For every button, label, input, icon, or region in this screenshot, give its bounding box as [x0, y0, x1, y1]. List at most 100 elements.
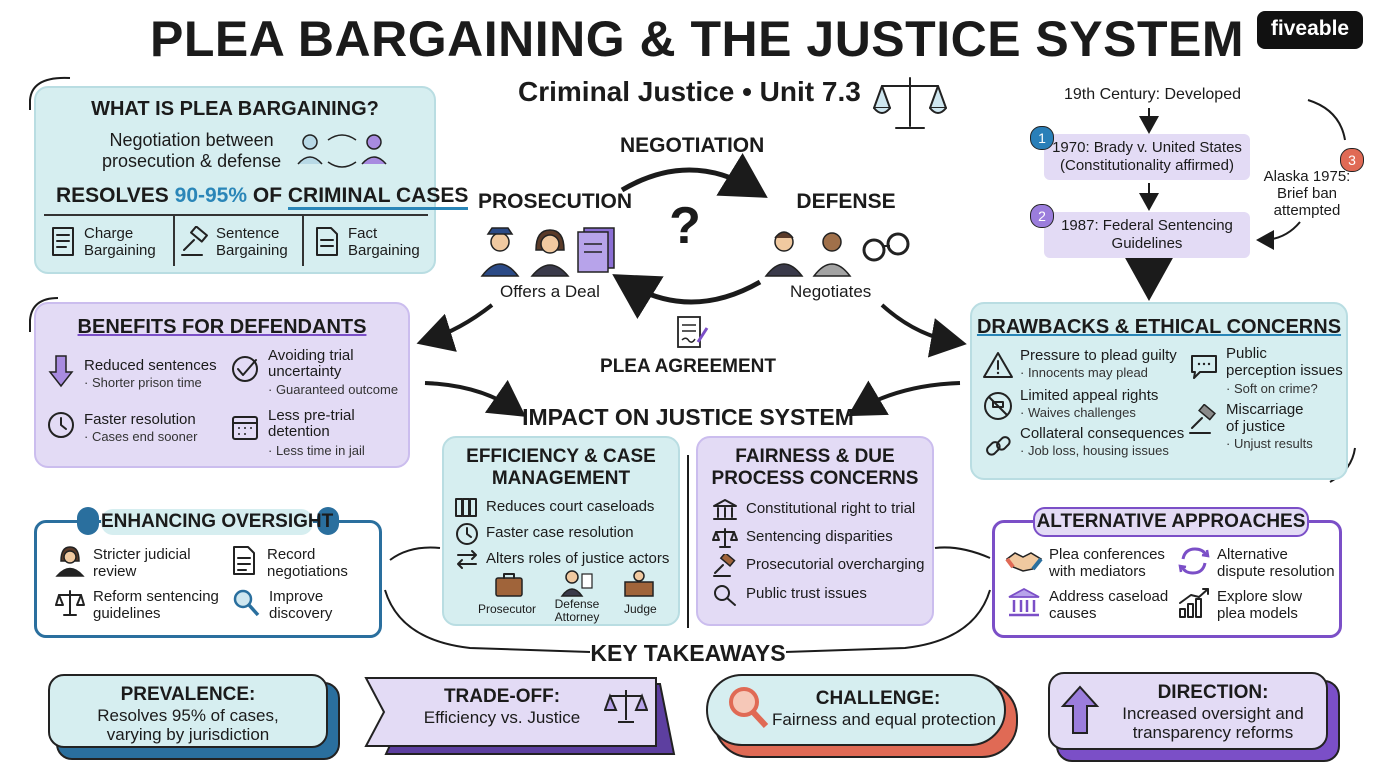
- chain-link-icon: [986, 436, 1011, 456]
- desc-line: prosecution & defense: [102, 151, 282, 171]
- courthouse-icon: [1008, 587, 1040, 617]
- timeline-number-2: 2: [1030, 204, 1054, 228]
- gavel-icon: [1189, 404, 1216, 434]
- page-subtitle: Criminal Justice • Unit 7.3: [518, 76, 861, 107]
- alternative-label: Plea conferences: [1049, 546, 1165, 563]
- plea-agreement-label: PLEA AGREEMENT: [600, 356, 776, 377]
- actor-defense-attorney: Defense Attorney: [554, 598, 600, 624]
- scales-icon: [604, 690, 648, 723]
- what-is-panel: WHAT IS PLEA BARGAINING? Negotiation bet…: [34, 86, 469, 274]
- drawback-sub: · Job loss, housing issues: [1020, 443, 1169, 458]
- oversight-label: negotiations: [267, 563, 348, 580]
- document-icon: [233, 546, 255, 575]
- drawback-label: Collateral consequences: [1020, 425, 1185, 442]
- document-icon: [316, 227, 338, 256]
- benefit-sub: · Less time in jail: [268, 443, 365, 458]
- warning-icon: [983, 352, 1013, 378]
- key-takeaways-title: KEY TAKEAWAYS: [590, 640, 786, 667]
- judge-bench-icon: [624, 570, 654, 597]
- oversight-title: ENHANCING OVERSIGHT: [101, 509, 333, 535]
- benefit-label: uncertainty: [268, 363, 342, 380]
- scales-icon: [873, 77, 947, 129]
- timeline-event-alaska: Alaska 1975: Brief ban attempted: [1252, 168, 1362, 219]
- alternatives-panel: ALTERNATIVE APPROACHES Plea conferences …: [992, 507, 1342, 638]
- actor-prosecutor: Prosecutor: [478, 602, 537, 616]
- magnifier-icon: [714, 585, 736, 606]
- resolves-text: CRIMINAL CASES: [287, 184, 469, 210]
- cycle-icon: [1178, 547, 1210, 575]
- oversight-panel: ENHANCING OVERSIGHT Stricter judicial re…: [34, 507, 382, 638]
- magnifier-icon: [729, 687, 769, 729]
- actor-judge: Judge: [624, 602, 657, 616]
- up-arrow-icon: [1060, 685, 1100, 734]
- takeaway-head: DIRECTION:: [1157, 682, 1269, 703]
- oversight-label: Improve: [269, 588, 324, 605]
- resolves-text: RESOLVES: [56, 184, 175, 207]
- drawback-label: Pressure to plead guilty: [1020, 347, 1177, 364]
- alternative-label: dispute resolution: [1217, 563, 1335, 580]
- oversight-label: Stricter judicial: [93, 546, 191, 563]
- efficiency-title-line: MANAGEMENT: [491, 468, 631, 489]
- efficiency-label: Faster case resolution: [486, 524, 634, 541]
- benefit-label: Avoiding trial: [268, 347, 354, 364]
- type-label: Bargaining: [84, 242, 156, 259]
- oversight-label: Record: [267, 546, 316, 563]
- alternatives-title: ALTERNATIVE APPROACHES: [1033, 507, 1309, 537]
- fairness-title-line: FAIRNESS & DUE: [735, 446, 895, 467]
- event-text: Brief ban: [1276, 185, 1338, 202]
- drawback-sub: · Soft on crime?: [1226, 381, 1318, 396]
- offers-a-deal-label: Offers a Deal: [500, 282, 600, 301]
- timeline-event-1970: 1970: Brady v. United States (Constituti…: [1044, 134, 1250, 180]
- books-icon: [455, 498, 477, 517]
- scales-icon: [55, 590, 85, 616]
- alternative-label: Address caseload: [1049, 588, 1169, 605]
- benefit-label: detention: [268, 423, 330, 440]
- drawbacks-panel: DRAWBACKS & ETHICAL CONCERNS Pressure to…: [970, 302, 1348, 480]
- clock-icon: [456, 523, 478, 545]
- efficiency-title-line: EFFICIENCY & CASE: [466, 446, 656, 467]
- type-label: Fact: [348, 225, 378, 242]
- checkmark-icon: [232, 356, 258, 382]
- benefit-sub: · Guaranteed outcome: [268, 382, 399, 397]
- negotiates-label: Negotiates: [790, 282, 872, 301]
- event-text: Guidelines: [1111, 235, 1183, 252]
- type-label: Bargaining: [348, 242, 420, 259]
- fiveable-logo[interactable]: fiveable: [1257, 11, 1363, 49]
- takeaway-text: transparency reforms: [1132, 723, 1294, 742]
- benefits-panel: BENEFITS FOR DEFENDANTS Reduced sentence…: [34, 302, 410, 468]
- type-label: Charge: [84, 225, 134, 242]
- scales-icon: [712, 528, 738, 548]
- defense-label: DEFENSE: [796, 190, 896, 213]
- drawback-label: of justice: [1226, 418, 1286, 435]
- prosecution-figures-icon: [480, 227, 615, 277]
- fairness-title-line: PROCESS CONCERNS: [711, 468, 919, 489]
- alternative-label: causes: [1049, 605, 1097, 622]
- takeaway-text: Increased oversight and: [1122, 704, 1304, 723]
- benefit-sub: · Cases end sooner: [84, 429, 198, 444]
- growth-chart-icon: [1179, 588, 1209, 618]
- event-text: (Constitutionality affirmed): [1060, 157, 1234, 174]
- event-text: 1970: Brady v. United States: [1052, 139, 1242, 156]
- actor-label: Defense: [554, 597, 600, 611]
- benefit-sub: · Shorter prison time: [84, 375, 202, 390]
- oversight-pin-left: [77, 507, 99, 535]
- oversight-label: review: [93, 563, 137, 580]
- no-gavel-icon: [984, 392, 1012, 420]
- timeline-number-3: 3: [1340, 148, 1364, 172]
- impact-title: IMPACT ON JUSTICE SYSTEM: [522, 404, 854, 430]
- benefits-title: BENEFITS FOR DEFENDANTS: [77, 316, 367, 338]
- fairness-label: Sentencing disparities: [746, 528, 893, 545]
- timeline-event-1987: 1987: Federal Sentencing Guidelines: [1044, 212, 1250, 258]
- takeaway-ribbon-shape: [364, 677, 676, 755]
- what-is-description: Negotiation between prosecution & defens…: [102, 130, 281, 172]
- judge-icon: [55, 546, 85, 577]
- takeaway-text: Efficiency vs. Justice: [423, 708, 581, 727]
- defense-attorney-icon: [560, 570, 593, 597]
- resolves-text: OF: [247, 184, 288, 207]
- prosecution-label: PROSECUTION: [478, 190, 633, 213]
- oversight-pin-right: [317, 507, 339, 535]
- fairness-label: Prosecutorial overcharging: [746, 556, 925, 573]
- gavel-icon: [713, 554, 736, 577]
- fairness-label: Constitutional right to trial: [746, 500, 916, 517]
- resolves-percent: 90-95%: [174, 184, 248, 207]
